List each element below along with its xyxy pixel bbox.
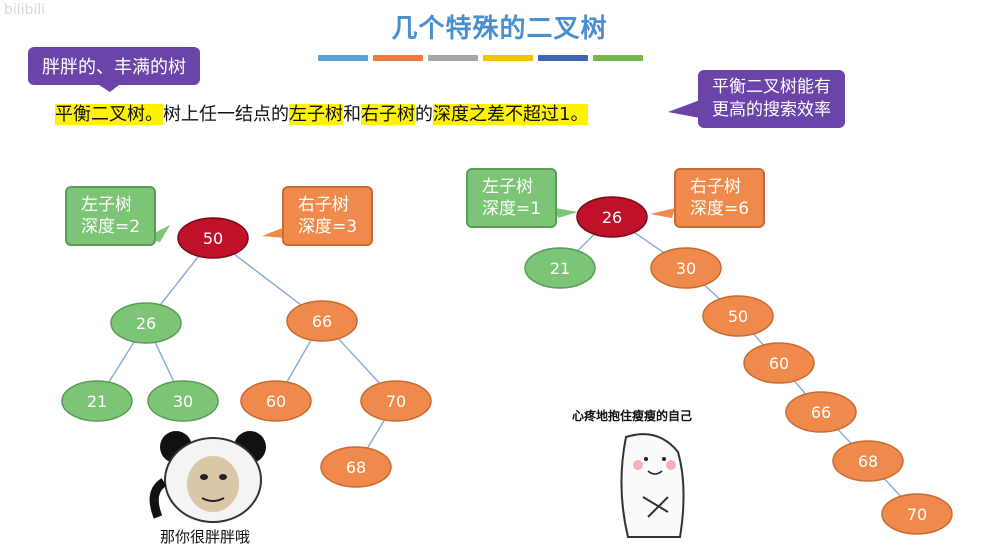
note-depth: 深度=2 [81, 217, 141, 237]
definition-right-subtree: 右子树 [361, 104, 415, 125]
callout-search-line1: 平衡二叉树能有 [712, 77, 831, 97]
left-tree-left-subtree-note: 左子树 深度=2 [65, 186, 157, 246]
bilibili-watermark: bilibili [4, 2, 46, 18]
callout-chubby-tree-text: 胖胖的、丰满的树 [42, 57, 186, 78]
title-bar-5 [538, 55, 588, 61]
left-tree-node-label: 50 [203, 229, 223, 248]
right-tree-node-shape [785, 391, 857, 433]
balanced-tree-definition: 平衡二叉树。树上任一结点的左子树和右子树的深度之差不超过1。 [55, 100, 589, 126]
note-depth: 深度=3 [298, 217, 358, 237]
note-label: 右子树 [298, 195, 349, 215]
left-tree-node-shape [240, 380, 312, 422]
callout-search-line2: 更高的搜索效率 [712, 100, 831, 120]
left-tree-node-label: 21 [87, 392, 107, 411]
left-tree-node-label: 60 [266, 392, 286, 411]
note-depth: 深度=1 [482, 199, 542, 219]
right-tree-node-label: 68 [858, 452, 878, 471]
left-tree-node-shape [147, 380, 219, 422]
right-tree-node-shape [650, 247, 722, 289]
hugging-self-meme: 心疼地抱住瘦瘦的自己 [568, 405, 728, 555]
title-bar-1 [318, 55, 368, 61]
right-tree-node-shape [524, 247, 596, 289]
title-bar-6 [593, 55, 643, 61]
left-tree-node-shape [360, 380, 432, 422]
right-tree-node-label: 30 [676, 259, 696, 278]
left-tree-node-21: 21 [61, 380, 133, 422]
left-tree-node-label: 68 [346, 458, 366, 477]
right-tree-node-shape [743, 342, 815, 384]
note-tail-right-tree-right [650, 208, 675, 218]
title-bar-2 [373, 55, 423, 61]
left-tree-node-60: 60 [240, 380, 312, 422]
left-tree-node-30: 30 [147, 380, 219, 422]
callout-tail-right [668, 100, 700, 118]
title-color-bars [318, 55, 643, 61]
definition-depth-rule: 深度之差不超过1。 [433, 104, 589, 125]
right-tree-node-50: 50 [702, 295, 774, 337]
right-tree-node-26: 26 [576, 196, 648, 238]
note-depth: 深度=6 [690, 199, 750, 219]
right-tree-node-label: 70 [907, 505, 927, 524]
panda-meme-caption: 那你很胖胖哦 [160, 528, 251, 546]
right-tree-node-shape [832, 440, 904, 482]
right-tree-node-label: 60 [769, 354, 789, 373]
left-tree-node-shape [320, 446, 392, 488]
right-tree-left-subtree-note: 左子树 深度=1 [466, 168, 558, 228]
right-tree-node-30: 30 [650, 247, 722, 289]
left-tree-node-68: 68 [320, 446, 392, 488]
left-tree-node-label: 66 [312, 312, 332, 331]
definition-text-1: 树上任一结点的 [163, 104, 289, 125]
right-tree-node-label: 21 [550, 259, 570, 278]
definition-text-3: 的 [415, 104, 433, 125]
right-tree-node-shape [702, 295, 774, 337]
right-tree-node-70: 70 [881, 493, 953, 535]
definition-text-2: 和 [343, 104, 361, 125]
right-tree-right-subtree-note: 右子树 深度=6 [674, 168, 766, 228]
left-tree-node-26: 26 [110, 302, 182, 344]
left-tree-node-shape [61, 380, 133, 422]
right-tree-node-shape [881, 493, 953, 535]
panda-meme: 那你很胖胖哦 [138, 422, 288, 550]
left-tree-node-label: 70 [386, 392, 406, 411]
right-tree-node-label: 26 [602, 208, 622, 227]
note-label: 左子树 [81, 195, 132, 215]
left-tree-node-66: 66 [286, 300, 358, 342]
right-tree-node-shape [576, 196, 648, 238]
note-label: 左子树 [482, 177, 533, 197]
page-title: 几个特殊的二叉树 [391, 14, 608, 44]
title-bar-4 [483, 55, 533, 61]
left-tree-node-shape [177, 217, 249, 259]
right-tree-node-68: 68 [832, 440, 904, 482]
note-label: 右子树 [690, 177, 741, 197]
left-tree-node-shape [110, 302, 182, 344]
hugging-figure-icon [620, 433, 685, 538]
note-tail-right-tree-left [555, 208, 578, 218]
callout-search-efficiency: 平衡二叉树能有 更高的搜索效率 [698, 70, 845, 128]
left-tree-node-50: 50 [177, 217, 249, 259]
callout-chubby-tree: 胖胖的、丰满的树 [28, 47, 200, 85]
right-tree-node-label: 66 [811, 403, 831, 422]
right-tree-node-label: 50 [728, 307, 748, 326]
left-tree-right-subtree-note: 右子树 深度=3 [282, 186, 374, 246]
left-tree-node-label: 30 [173, 392, 193, 411]
right-tree-node-21: 21 [524, 247, 596, 289]
right-tree-node-66: 66 [785, 391, 857, 433]
definition-left-subtree: 左子树 [289, 104, 343, 125]
left-tree-node-label: 26 [136, 314, 156, 333]
left-tree-node-70: 70 [360, 380, 432, 422]
panda-face-icon [149, 431, 266, 523]
left-tree-node-shape [286, 300, 358, 342]
definition-term: 平衡二叉树。 [55, 104, 163, 125]
title-bar-3 [428, 55, 478, 61]
hugging-meme-caption: 心疼地抱住瘦瘦的自己 [572, 409, 693, 423]
right-tree-node-60: 60 [743, 342, 815, 384]
